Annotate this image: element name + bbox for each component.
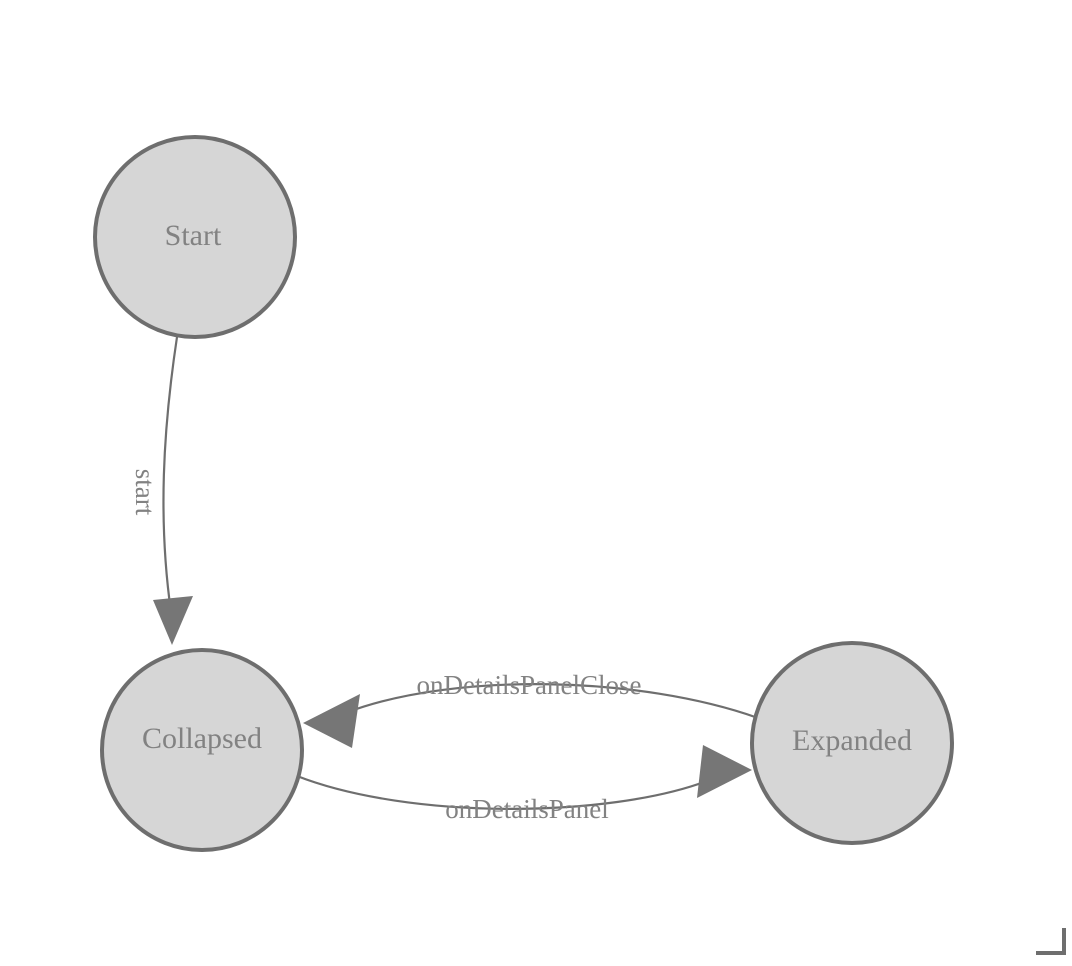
edge-expanded-to-collapsed[interactable]: onDetailsPanelClose bbox=[303, 670, 760, 748]
edge-path-expanded-to-collapsed bbox=[346, 683, 760, 720]
arrowhead-left-icon bbox=[303, 694, 360, 748]
node-start[interactable]: Start bbox=[93, 135, 297, 339]
edge-label-start: start bbox=[130, 469, 160, 516]
corner-mark-horizontal bbox=[1036, 951, 1066, 955]
node-expanded[interactable]: Expanded bbox=[750, 641, 954, 845]
arrowhead-down-icon bbox=[153, 596, 193, 645]
node-collapsed-label: Collapsed bbox=[142, 722, 262, 755]
edge-start-to-collapsed[interactable]: start bbox=[130, 335, 193, 645]
corner-mark-vertical bbox=[1062, 928, 1066, 955]
edge-path-start-to-collapsed bbox=[162, 335, 179, 614]
arrowhead-right-icon bbox=[697, 745, 752, 798]
node-expanded-circle[interactable] bbox=[750, 641, 954, 845]
node-collapsed-circle[interactable] bbox=[100, 648, 304, 852]
edge-path-collapsed-to-expanded bbox=[295, 774, 709, 810]
node-start-circle[interactable] bbox=[93, 135, 297, 339]
node-collapsed[interactable]: Collapsed bbox=[100, 648, 304, 852]
resize-corner-mark[interactable] bbox=[1036, 928, 1066, 955]
edge-label-on-details-panel: onDetailsPanel bbox=[445, 794, 608, 824]
node-expanded-label: Expanded bbox=[792, 724, 912, 757]
edge-collapsed-to-expanded[interactable]: onDetailsPanel bbox=[295, 745, 752, 824]
node-start-label: Start bbox=[165, 219, 222, 252]
edge-label-on-details-panel-close: onDetailsPanelClose bbox=[417, 670, 642, 700]
